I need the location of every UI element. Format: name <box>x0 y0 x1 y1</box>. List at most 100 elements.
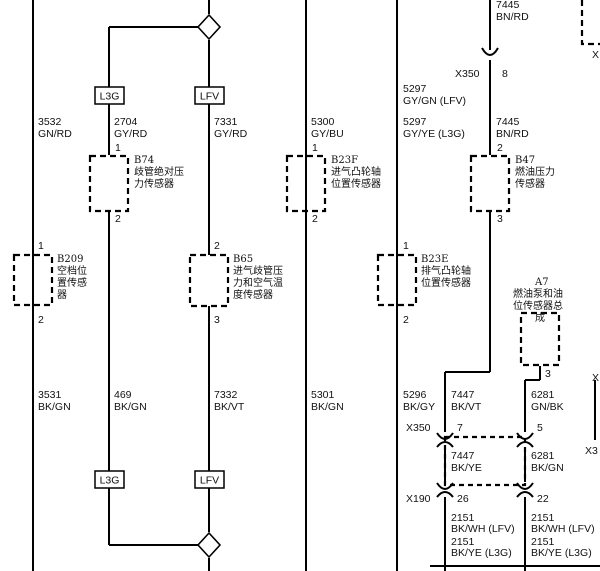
wire-7331-num: 7331 <box>214 116 238 128</box>
wire-6281-num: 6281 <box>531 389 555 401</box>
wire-2151d-color: BK/YE (L3G) <box>531 547 592 559</box>
b23e-label: B23E 排气凸轮轴 位置传感器 <box>421 254 471 289</box>
wire-7331-color: GY/RD <box>214 128 248 140</box>
b65-label: B65 进气歧管压 力和空气温 度传感器 <box>233 254 283 301</box>
b23f-sensor-box[interactable] <box>285 154 327 213</box>
svg-text:燃油泵和油: 燃油泵和油 <box>513 287 563 300</box>
b23f-label: B23F 进气凸轮轴 位置传感器 <box>331 155 381 190</box>
wire-2704-num: 2704 <box>114 116 138 128</box>
svg-text:B47: B47 <box>515 155 535 166</box>
svg-text:歧管绝对压: 歧管绝对压 <box>134 165 184 178</box>
wire-2704-color: GY/RD <box>114 128 148 140</box>
wire-7445-color: BN/RD <box>496 128 529 140</box>
svg-text:B209: B209 <box>57 254 83 265</box>
svg-text:1: 1 <box>115 142 121 154</box>
wire-5301-num: 5301 <box>311 389 335 401</box>
svg-text:1: 1 <box>38 240 44 252</box>
svg-text:26: 26 <box>457 493 469 505</box>
svg-text:器: 器 <box>57 289 67 301</box>
svg-text:排气凸轮轴: 排气凸轮轴 <box>421 264 471 277</box>
b209-sensor-box[interactable] <box>12 253 54 307</box>
wire-2151a-num: 2151 <box>451 512 475 524</box>
svg-text:1: 1 <box>312 142 318 154</box>
wire-2151c-color: BK/WH (LFV) <box>531 523 595 535</box>
a7-label: A7 燃油泵和油 位传感器总 成 <box>513 277 563 324</box>
wire-6281b-num: 6281 <box>531 450 555 462</box>
b47-label: B47 燃油压力 传感器 <box>515 155 555 190</box>
wire-2151d-num: 2151 <box>531 536 555 548</box>
svg-text:位传感器总: 位传感器总 <box>513 299 563 312</box>
svg-text:5: 5 <box>537 422 543 434</box>
wire-2151b-num: 2151 <box>451 536 475 548</box>
svg-text:3: 3 <box>214 314 220 326</box>
svg-text:L3G: L3G <box>100 91 120 103</box>
svg-text:B74: B74 <box>134 155 154 166</box>
wire-7445-top-num: 7445 <box>496 0 520 11</box>
wire-7447-num: 7447 <box>451 389 475 401</box>
svg-text:空档位: 空档位 <box>57 264 87 277</box>
svg-text:传感器: 传感器 <box>515 177 545 190</box>
wire-6281-color: GN/BK <box>531 401 564 413</box>
svg-text:A7: A7 <box>534 277 549 288</box>
x350-label: X350 <box>406 422 431 434</box>
svg-text:L3G: L3G <box>100 475 120 487</box>
svg-text:22: 22 <box>537 493 549 505</box>
wire-6281b-color: BK/GN <box>531 462 564 474</box>
wire-5297a-num: 5297 <box>403 83 427 95</box>
svg-text:置传感: 置传感 <box>57 276 87 289</box>
x-edge-label-mid: X <box>592 372 599 384</box>
svg-text:进气歧管压: 进气歧管压 <box>233 264 283 277</box>
svg-text:7: 7 <box>457 422 463 434</box>
b74-sensor-box[interactable] <box>88 154 130 213</box>
pin-numbers: 1 2 1 2 2 3 1 2 1 2 2 3 3 8 7 5 26 22 <box>38 68 551 505</box>
a7-module-box[interactable] <box>519 311 561 367</box>
b65-sensor-box[interactable] <box>188 253 230 308</box>
b23e-sensor-box[interactable] <box>376 253 418 307</box>
svg-text:2: 2 <box>38 314 44 326</box>
svg-text:2: 2 <box>312 213 318 225</box>
wire-5300-color: GY/BU <box>311 128 344 140</box>
svg-text:2: 2 <box>214 240 220 252</box>
wire-5300-num: 5300 <box>311 116 335 128</box>
wire-2151a-color: BK/WH (LFV) <box>451 523 515 535</box>
svg-text:8: 8 <box>502 68 508 80</box>
option-tag-lfv-top[interactable]: LFV <box>194 86 225 105</box>
x-edge-label-top: X <box>592 49 599 61</box>
option-tag-l3g-top[interactable]: L3G <box>94 86 125 105</box>
b209-label: B209 空档位 置传感 器 <box>57 254 87 301</box>
svg-text:B23F: B23F <box>331 155 358 166</box>
wire-7445-num: 7445 <box>496 116 520 128</box>
svg-text:位置传感器: 位置传感器 <box>421 276 471 289</box>
wire-7447b-color: BK/YE <box>451 462 482 474</box>
svg-text:力和空气温: 力和空气温 <box>233 276 283 289</box>
wire-3532-num: 3532 <box>38 116 62 128</box>
wire-7332-color: BK/VT <box>214 401 245 413</box>
wire-5297b-num: 5297 <box>403 116 427 128</box>
wire-3531-color: BK/GN <box>38 401 71 413</box>
connector-labels: X350 X350 X190 X3 X X <box>406 49 599 505</box>
wire-labels: 3532 GN/RD 3531 BK/GN 2704 GY/RD 469 BK/… <box>38 0 595 559</box>
wire-2151b-color: BK/YE (L3G) <box>451 547 512 559</box>
x350-symbols <box>436 432 534 487</box>
option-tag-l3g-bottom[interactable]: L3G <box>94 470 125 489</box>
wire-7447-color: BK/VT <box>451 401 482 413</box>
svg-text:进气凸轮轴: 进气凸轮轴 <box>331 165 381 178</box>
b47-sensor-box[interactable] <box>469 154 511 213</box>
x350-pin8-symbol <box>481 47 499 56</box>
splice-bottom <box>196 531 222 559</box>
svg-text:B23E: B23E <box>421 254 448 265</box>
svg-text:2: 2 <box>115 213 121 225</box>
wire-5297a-color: GY/GN (LFV) <box>403 95 466 107</box>
wire-3531-num: 3531 <box>38 389 62 401</box>
splice-top <box>196 13 222 41</box>
svg-text:燃油压力: 燃油压力 <box>515 165 555 178</box>
option-tag-lfv-bottom[interactable]: LFV <box>194 470 225 489</box>
wire-7445-top-color: BN/RD <box>496 11 529 23</box>
wires <box>32 0 600 571</box>
b74-label: B74 歧管绝对压 力传感器 <box>134 155 184 190</box>
wire-5297b-color: GY/YE (L3G) <box>403 128 465 140</box>
x190-label: X190 <box>406 493 431 505</box>
wire-469-num: 469 <box>114 389 132 401</box>
x3-label: X3 <box>585 445 598 457</box>
